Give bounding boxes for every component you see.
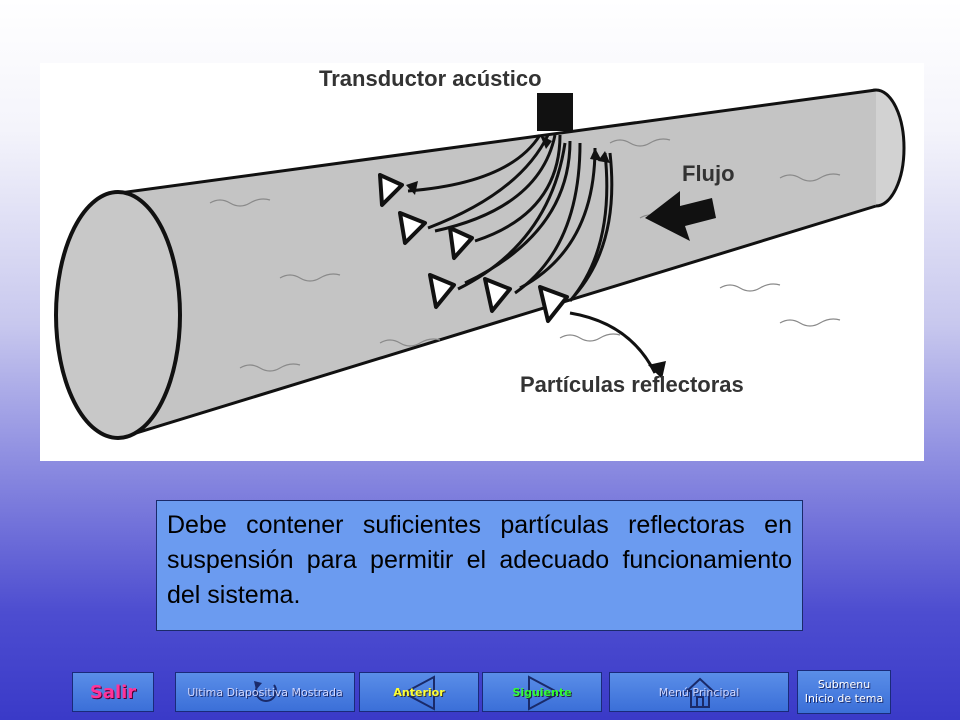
description-text: Debe contener suficientes partículas ref… <box>167 511 792 609</box>
transducer-icon <box>537 93 573 131</box>
main-menu-button[interactable]: Menú Principal <box>609 672 789 712</box>
description-box: Debe contener suficientes partículas ref… <box>156 500 803 631</box>
topic-start-label: Inicio de tema <box>804 692 884 705</box>
flow-arrow-icon <box>645 191 716 241</box>
left-triangle-icon <box>401 675 435 711</box>
exit-label: Salir <box>89 681 137 703</box>
pipe-illustration <box>54 88 906 440</box>
right-triangle-icon <box>528 675 562 711</box>
exit-button[interactable]: Salir <box>72 672 154 712</box>
home-icon <box>685 677 715 708</box>
last-slide-button[interactable]: Ultima Diapositiva Mostrada <box>175 672 355 712</box>
next-label: Siguiente <box>512 685 572 699</box>
flow-label: Flujo <box>682 161 735 186</box>
transducer-label: Transductor acústico <box>319 66 542 91</box>
next-button[interactable]: Siguiente <box>482 672 602 712</box>
previous-label: Anterior <box>393 685 445 699</box>
submenu-button[interactable]: Submenu Inicio de tema <box>797 670 891 714</box>
pipe-near-end <box>54 190 182 440</box>
echo-arrows <box>407 134 614 302</box>
submenu-label: Submenu <box>817 678 871 691</box>
main-menu-label: Menú Principal <box>658 685 740 699</box>
return-arrow-icon <box>254 681 277 702</box>
last-slide-label: Ultima Diapositiva Mostrada <box>187 685 343 699</box>
reflector-particles <box>378 173 569 323</box>
particles-label: Partículas reflectoras <box>520 372 744 397</box>
pipe-diagram: Transductor acústico Flujo Partículas re… <box>40 63 924 461</box>
previous-button[interactable]: Anterior <box>359 672 479 712</box>
